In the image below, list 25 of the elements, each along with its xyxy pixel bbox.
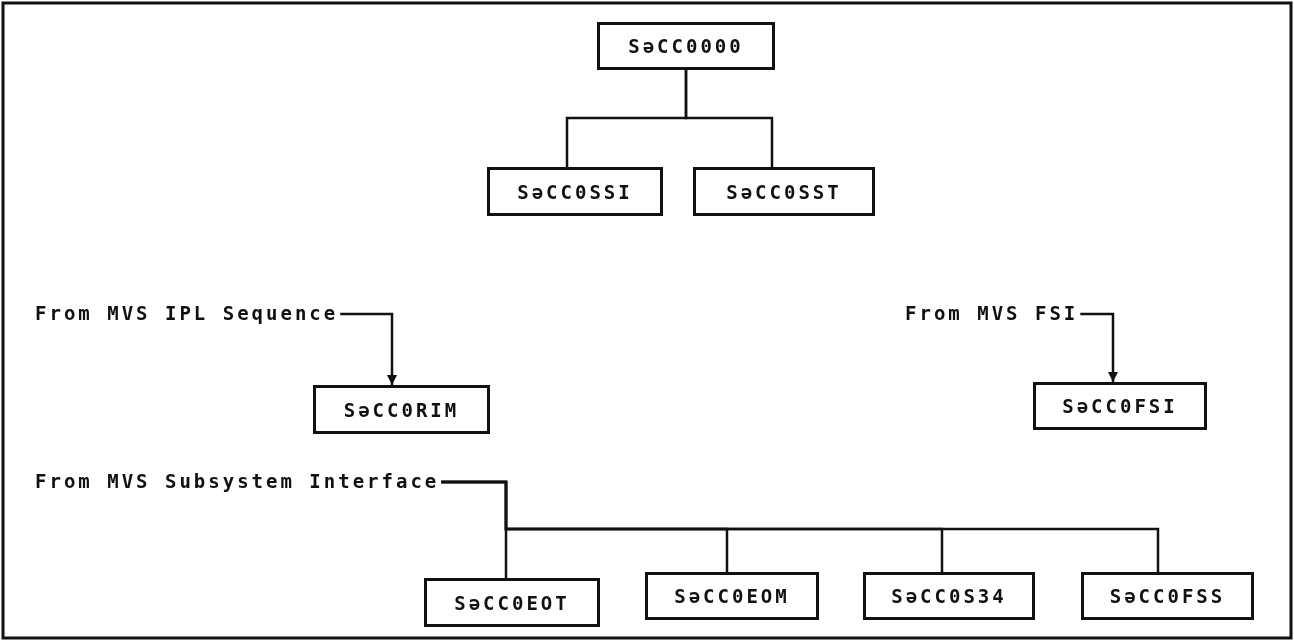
module-box: [313, 385, 490, 434]
source-label: From MVS IPL Sequence: [35, 302, 339, 324]
module-name: SəCC0FSS: [1109, 585, 1226, 607]
module-box: [487, 167, 663, 216]
module-name: SəCC0000: [628, 35, 744, 57]
module-name: SəCC0RIM: [343, 398, 460, 421]
module-box: [1081, 572, 1254, 620]
source-label: From MVS Subsystem Interface: [35, 470, 440, 492]
module-box: [1033, 382, 1207, 430]
arrow: [1080, 312, 1118, 382]
connector-line: [684, 70, 774, 167]
module-box: [693, 167, 875, 216]
module-name: SəCC0FSI: [1062, 395, 1178, 417]
module-name: SəCC0SSI: [517, 180, 633, 203]
module-box: [424, 578, 600, 627]
arrow: [340, 312, 397, 385]
module-name: SəCC0EOT: [454, 591, 570, 614]
module-name: SəCC0S34: [891, 585, 1007, 607]
module-box: [863, 572, 1035, 620]
module-name: SəCC0EOM: [674, 585, 790, 607]
module-box: [597, 22, 775, 70]
module-box: [645, 572, 819, 620]
module-name: SəCC0SST: [726, 180, 842, 203]
source-label: From MVS FSI: [905, 302, 1079, 324]
connector-line: [441, 480, 1160, 572]
